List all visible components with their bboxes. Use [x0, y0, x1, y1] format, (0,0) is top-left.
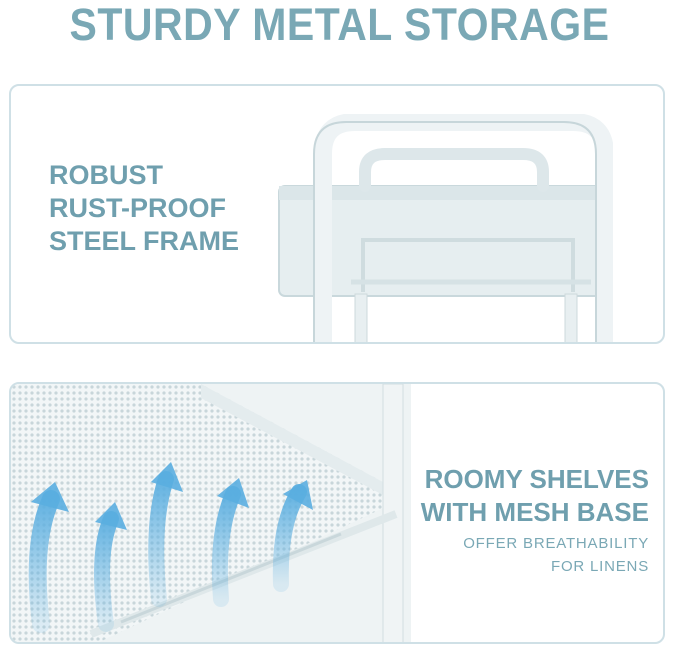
mesh-shelf-image — [11, 384, 411, 642]
frame-feature-title: ROBUST RUST-PROOF STEEL FRAME — [49, 159, 239, 258]
frame-feature-line: RUST-PROOF — [49, 193, 227, 223]
frame-feature-panel: ROBUST RUST-PROOF STEEL FRAME — [9, 84, 665, 344]
frame-feature-line: ROBUST — [49, 160, 163, 190]
shelf-feature-line: ROOMY SHELVES — [424, 464, 649, 494]
cart-frame-image — [278, 114, 613, 342]
shelf-feature-subtitle: OFFER BREATHABILITY FOR LINENS — [463, 532, 649, 578]
shelf-feature-panel: ROOMY SHELVES WITH MESH BASE OFFER BREAT… — [9, 382, 665, 644]
shelf-feature-line: WITH MESH BASE — [420, 497, 649, 527]
headline: STURDY METAL STORAGE — [69, 0, 610, 51]
frame-feature-line: STEEL FRAME — [49, 226, 240, 256]
shelf-feature-title: ROOMY SHELVES WITH MESH BASE — [421, 463, 649, 529]
shelf-subtitle-line: FOR LINENS — [550, 558, 649, 575]
shelf-subtitle-line: OFFER BREATHABILITY — [463, 535, 649, 552]
